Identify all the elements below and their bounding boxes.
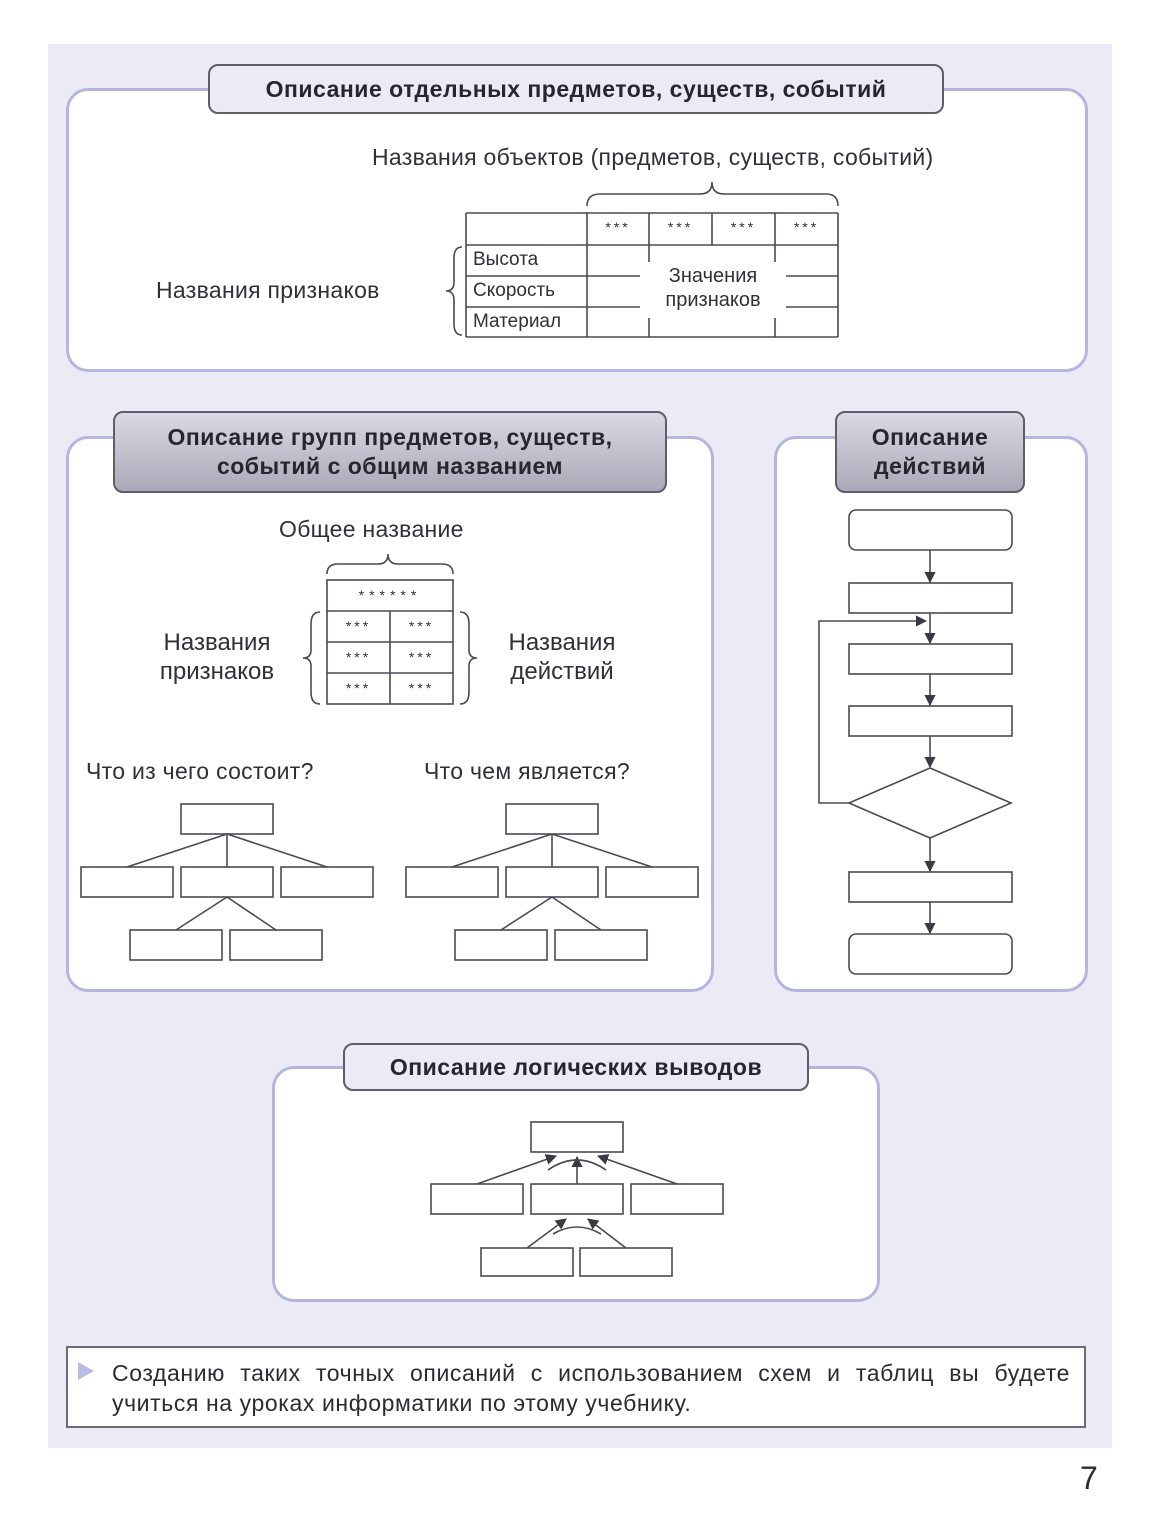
group-attributes-brace [302,611,321,705]
section-title-single-objects: Описание отдельных предметов, существ, с… [208,64,944,114]
group-cell: *** [345,618,372,634]
attributes-names-caption: Названия признаков [156,277,380,303]
panel-actions [774,436,1088,992]
attributes-table [465,212,839,338]
panel-single-objects [66,88,1088,372]
group-cell: *** [408,649,435,665]
attribute-values-caption: Значения признаков [640,264,786,312]
object-header-cell: *** [667,219,694,235]
section-title-actions: Описание действий [835,411,1025,493]
section-title-groups: Описание групп предметов, существ, событ… [113,411,667,493]
logic-diagram [430,1121,724,1277]
group-attributes-caption: Названия признаков [159,629,275,685]
group-table [326,579,454,705]
info-note-text: Созданию таких точных описаний с использ… [112,1360,1070,1416]
attribute-row-speed: Скорость [473,280,556,301]
group-cell: *** [408,618,435,634]
panel-groups [66,436,714,992]
info-note [66,1346,1086,1428]
page-number: 7 [1080,1460,1098,1496]
object-header-cell: *** [730,219,757,235]
attribute-row-height: Высота [473,249,539,270]
objects-brace [586,181,839,207]
group-cell: *** [345,680,372,696]
object-header-cell: *** [605,219,631,235]
attributes-brace [445,246,463,336]
attribute-row-material: Материал [473,311,562,332]
section-title-logical-conclusions: Описание логических выводов [343,1043,809,1091]
group-actions-brace [459,611,478,705]
tree-composition-caption: Что из чего состоит? [86,758,314,784]
tree-classification-caption: Что чем является? [424,758,630,784]
tree-composition [80,803,374,961]
group-cell: *** [408,680,435,696]
common-name-brace [326,553,454,575]
group-actions-caption: Названия действий [508,629,616,685]
object-header-cell: *** [793,219,820,235]
flowchart [818,509,1014,975]
group-top-cell: ****** [358,587,422,603]
group-cell: *** [345,649,372,665]
tree-classification [405,803,699,961]
note-marker-icon [78,1362,94,1380]
objects-names-caption: Названия объектов (предметов, существ, с… [372,144,934,170]
common-name-caption: Общее название [279,516,464,542]
